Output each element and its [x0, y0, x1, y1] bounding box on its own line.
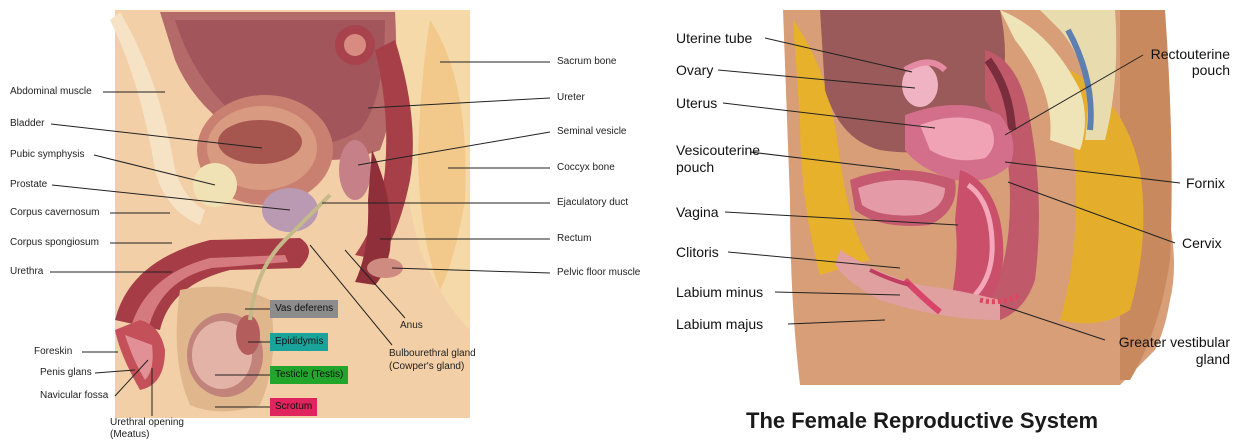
label-corpus-cavernosum: Corpus cavernosum [10, 207, 99, 219]
female-title: The Female Reproductive System [746, 408, 1098, 434]
badge-epididymis: Epididymis [270, 333, 328, 351]
label-pelvic-floor-muscle: Pelvic floor muscle [557, 267, 640, 279]
label-pubic-symphysis: Pubic symphysis [10, 149, 84, 161]
label-abdominal-muscle: Abdominal muscle [10, 86, 92, 98]
label-uterine-tube: Uterine tube [676, 30, 752, 46]
badge-vas-deferens: Vas deferens [270, 300, 338, 318]
label-ureter: Ureter [557, 92, 585, 104]
label-fornix: Fornix [1186, 175, 1225, 191]
label-urethra: Urethra [10, 266, 43, 278]
label-rectouterine-pouch: pouch [1130, 62, 1230, 78]
label-vesicouterine-pouch: pouch [676, 159, 714, 175]
label-vesicouterine: Vesicouterine [676, 142, 760, 158]
female-illustration [783, 10, 1174, 385]
label-urethral-opening-meatus: (Meatus) [110, 429, 149, 441]
label-corpus-spongiosum: Corpus spongiosum [10, 237, 99, 249]
label-vagina: Vagina [676, 204, 719, 220]
label-greater-vestibular-gland: gland [1080, 351, 1230, 367]
label-prostate: Prostate [10, 179, 47, 191]
label-navicular-fossa: Navicular fossa [40, 390, 108, 402]
label-penis-glans: Penis glans [40, 367, 92, 379]
label-labium-majus: Labium majus [676, 316, 763, 332]
label-seminal-vesicle: Seminal vesicle [557, 126, 626, 138]
label-sacrum-bone: Sacrum bone [557, 56, 616, 68]
label-bulbourethral-gland: Bulbourethral gland [389, 348, 476, 360]
label-ovary: Ovary [676, 62, 713, 78]
label-labium-minus: Labium minus [676, 284, 763, 300]
label-clitoris: Clitoris [676, 244, 719, 260]
label-anus: Anus [400, 320, 423, 332]
label-uterus: Uterus [676, 95, 717, 111]
label-cervix: Cervix [1182, 235, 1222, 251]
label-greater-vestibular: Greater vestibular [1080, 334, 1230, 350]
badge-testicle: Testicle (Testis) [270, 366, 348, 384]
label-rectouterine: Rectouterine [1130, 46, 1230, 62]
label-urethral-opening: Urethral opening [110, 417, 184, 429]
badge-scrotum: Scrotum [270, 398, 317, 416]
label-foreskin: Foreskin [34, 346, 72, 358]
label-ejaculatory-duct: Ejaculatory duct [557, 197, 628, 209]
label-bladder: Bladder [10, 118, 44, 130]
label-cowpers-gland: (Cowper's gland) [389, 361, 464, 373]
label-rectum: Rectum [557, 233, 591, 245]
label-coccyx-bone: Coccyx bone [557, 162, 615, 174]
